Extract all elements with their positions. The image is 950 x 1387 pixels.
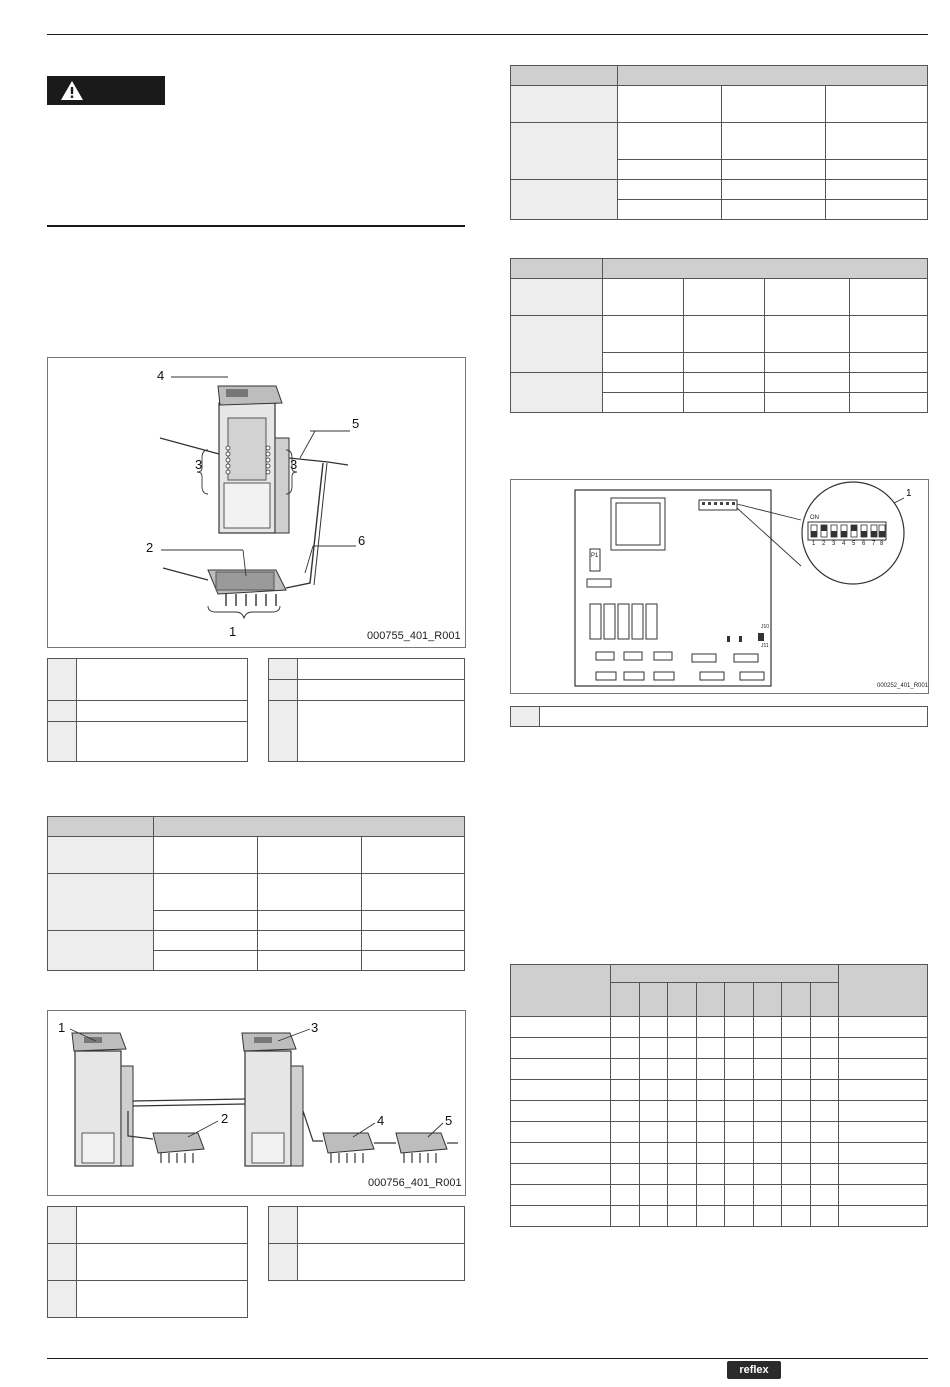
board-dip-number-8: 8 xyxy=(880,541,884,547)
fig1-callout-6: 6 xyxy=(358,533,366,548)
board-dip-number-4: 4 xyxy=(842,541,846,547)
warning-triangle-icon xyxy=(61,81,83,100)
board-dip-number-3: 3 xyxy=(832,541,836,547)
board-j10-label: J10 xyxy=(761,624,770,630)
board-dip-number-6: 6 xyxy=(862,541,866,547)
fig1-callout-2: 2 xyxy=(146,540,154,555)
figure-wiring-single: 4 5 3 3 6 2 1 000755_401_R001 xyxy=(47,357,466,648)
right-data-table-2 xyxy=(510,258,928,413)
master-slave-drawing xyxy=(69,1028,458,1167)
fig1-callout-3-right: 3 xyxy=(290,457,298,472)
fig1-callout-3-left: 3 xyxy=(195,457,203,472)
board-dip-number-7: 7 xyxy=(872,541,876,547)
board-dip-number-1: 1 xyxy=(812,541,816,547)
fig2-callout-4: 4 xyxy=(377,1113,385,1128)
left-data-table xyxy=(47,816,465,971)
figure-wiring-master-slave: 1 3 2 4 5 000756_401_R001 xyxy=(47,1010,466,1196)
top-rule xyxy=(47,34,928,35)
board-code: 000252_401_R001 xyxy=(877,683,929,689)
board-on-label: ON xyxy=(810,515,819,521)
fig2-callout-1: 1 xyxy=(58,1020,66,1035)
board-p1-label: P1 xyxy=(591,553,599,559)
fig1-callout-4: 4 xyxy=(157,368,165,383)
fig2-callout-2: 2 xyxy=(221,1111,229,1126)
fig2-callout-5: 5 xyxy=(445,1113,453,1128)
board-legend xyxy=(510,706,928,727)
figure-circuit-board: P1 ON 1 2 3 4 5 6 7 8 J10 J11 1 000252_4… xyxy=(510,479,929,694)
section-rule xyxy=(47,225,465,227)
fig1-callout-1: 1 xyxy=(229,624,237,639)
warning-label xyxy=(47,76,165,105)
reflex-logo: reflex xyxy=(727,1361,781,1379)
wiring-diagram-drawing xyxy=(159,376,356,620)
fig2-code: 000756_401_R001 xyxy=(368,1177,462,1189)
board-j11-label: J11 xyxy=(761,643,769,649)
fig1-legend-left xyxy=(47,658,248,762)
fig2-legend-left xyxy=(47,1206,248,1318)
dip-switch-table xyxy=(510,964,928,1227)
fig2-callout-3: 3 xyxy=(311,1020,319,1035)
fig1-callout-5: 5 xyxy=(352,416,360,431)
fig1-legend-right xyxy=(268,658,465,762)
fig1-code: 000755_401_R001 xyxy=(367,630,461,642)
bottom-rule xyxy=(47,1358,928,1359)
board-dip-number-2: 2 xyxy=(822,541,826,547)
right-data-table-1 xyxy=(510,65,928,220)
circuit-board-drawing xyxy=(574,481,905,687)
board-callout-1: 1 xyxy=(906,488,912,499)
board-dip-number-5: 5 xyxy=(852,541,856,547)
fig2-legend-right xyxy=(268,1206,465,1281)
